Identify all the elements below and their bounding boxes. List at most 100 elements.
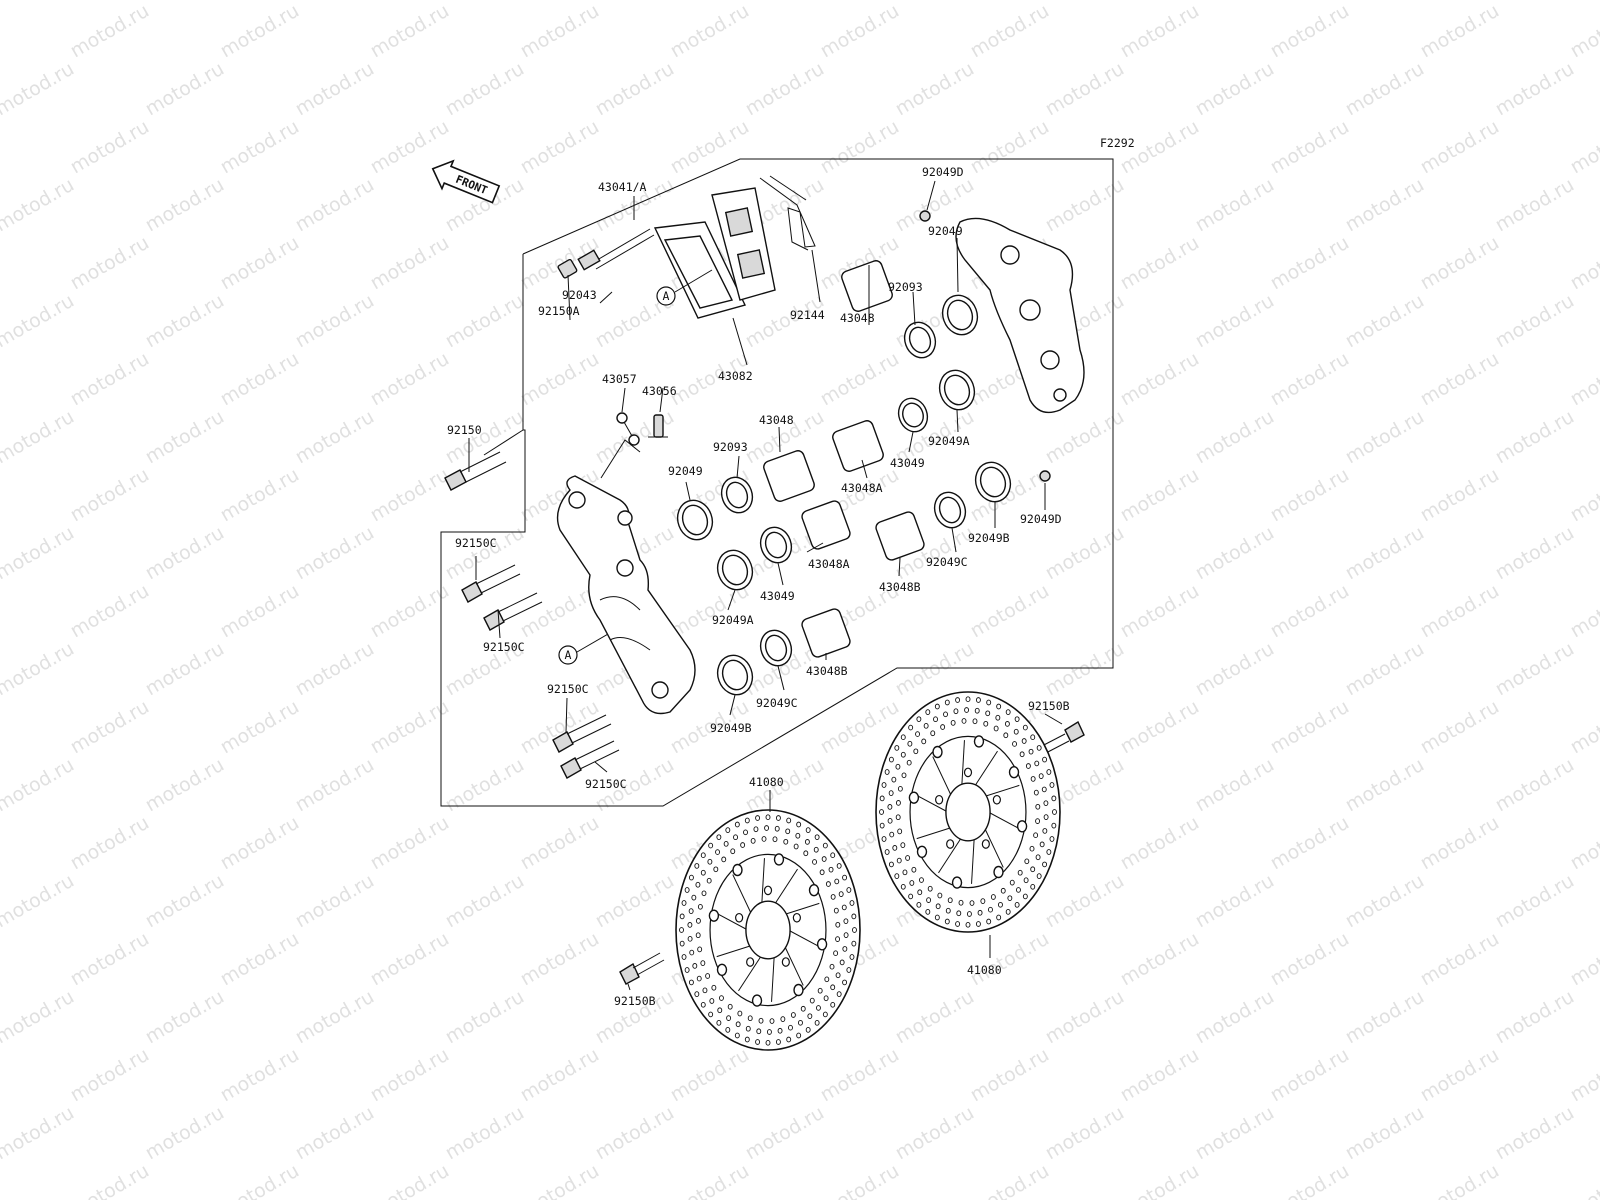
callout-43048a[interactable]: 43048A	[841, 481, 883, 495]
disc-drill-hole	[887, 804, 893, 810]
callout-43082[interactable]: 43082	[718, 369, 753, 383]
disc-drill-hole	[1013, 728, 1019, 735]
watermark-text: motod.ru	[1192, 638, 1278, 701]
disc-drill-hole	[1029, 845, 1035, 852]
disc-drill-hole	[900, 883, 906, 890]
disc-drill-hole	[836, 991, 842, 997]
disc-drill-hole	[708, 842, 714, 849]
callout-92049[interactable]: 92049	[928, 224, 963, 238]
callout-92049d[interactable]: 92049D	[922, 165, 964, 179]
callout-41080[interactable]: 41080	[749, 775, 784, 789]
callout-43048b[interactable]: 43048B	[879, 580, 921, 594]
watermark-text: motod.ru	[592, 1102, 678, 1165]
callout-92043[interactable]: 92043	[562, 288, 597, 302]
watermark-text: motod.ru	[292, 0, 378, 4]
disc-drill-hole	[851, 940, 857, 947]
watermark-text: motod.ru	[67, 0, 153, 62]
callout-92049d[interactable]: 92049D	[1020, 512, 1062, 526]
watermark-text: motod.ru	[1192, 754, 1278, 817]
disc-mount-hole	[781, 957, 790, 967]
callout-43048b[interactable]: 43048B	[806, 664, 848, 678]
callout-92049a[interactable]: 92049A	[712, 613, 754, 627]
callout-43048[interactable]: 43048	[840, 311, 875, 325]
watermark-text: motod.ru	[1342, 58, 1428, 121]
watermark-text: motod.ru	[1117, 1160, 1203, 1200]
disc-drill-hole	[694, 863, 700, 869]
callout-43048[interactable]: 43048	[759, 413, 794, 427]
disc-drill-hole	[884, 769, 890, 775]
callout-43048a[interactable]: 43048A	[808, 557, 850, 571]
callout-92049c[interactable]: 92049C	[756, 696, 798, 710]
disc-drill-hole	[1051, 795, 1057, 802]
watermark-text: motod.ru	[292, 58, 378, 121]
callout-92093[interactable]: 92093	[713, 440, 748, 454]
watermark-text: motod.ru	[142, 406, 228, 469]
callout-92049b[interactable]: 92049B	[710, 721, 752, 735]
callout-92049[interactable]: 92049	[668, 464, 703, 478]
pad-pin-plug	[557, 258, 578, 279]
watermark-text: motod.ru	[292, 174, 378, 237]
disc-carrier-spoke	[716, 945, 752, 958]
disc-drill-hole	[725, 1027, 731, 1033]
washer-92049d-top	[919, 210, 931, 222]
watermark-text: motod.ru	[1117, 464, 1203, 527]
watermark-text: motod.ru	[1567, 928, 1600, 991]
disc-drill-hole	[1014, 901, 1020, 908]
watermark-text: motod.ru	[892, 0, 978, 4]
callout-92049c[interactable]: 92049C	[926, 555, 968, 569]
callout-41080[interactable]: 41080	[967, 963, 1002, 977]
disc-drill-hole	[735, 1021, 741, 1028]
callout-92150c[interactable]: 92150C	[547, 682, 589, 696]
disc-drill-hole	[830, 1001, 836, 1008]
watermark-text: motod.ru	[1417, 1160, 1503, 1200]
disc-drill-hole	[842, 874, 848, 881]
watermark-text: motod.ru	[1567, 1160, 1600, 1200]
callout-43049[interactable]: 43049	[760, 589, 795, 603]
callout-43041-a[interactable]: 43041/A	[598, 180, 647, 194]
svg-text:A: A	[663, 289, 670, 303]
callout-92150a[interactable]: 92150A	[538, 304, 580, 318]
callout-92049a[interactable]: 92049A	[928, 434, 970, 448]
callout-92150[interactable]: 92150	[447, 423, 482, 437]
callout-43057[interactable]: 43057	[602, 372, 637, 386]
disc-drill-hole	[889, 831, 895, 838]
disc-rivet	[973, 735, 985, 748]
callout-92093[interactable]: 92093	[888, 280, 923, 294]
callout-92150c[interactable]: 92150C	[455, 536, 497, 550]
disc-drill-hole	[940, 724, 946, 730]
watermark-text: motod.ru	[367, 1160, 453, 1200]
callout-43056[interactable]: 43056	[642, 384, 677, 398]
watermark-text: motod.ru	[142, 290, 228, 353]
watermark-text: motod.ru	[1267, 464, 1353, 527]
disc-rivet	[716, 963, 728, 976]
watermark-text: motod.ru	[142, 986, 228, 1049]
disc-drill-hole	[995, 714, 1001, 721]
disc-drill-hole	[900, 734, 906, 741]
watermark-text: motod.ru	[517, 348, 603, 411]
callout-92049b[interactable]: 92049B	[968, 531, 1010, 545]
watermark-text: motod.ru	[1042, 58, 1128, 121]
callout-92150c[interactable]: 92150C	[483, 640, 525, 654]
disc-drill-hole	[766, 1029, 772, 1035]
callout-92144[interactable]: 92144	[790, 308, 825, 322]
disc-drill-hole	[745, 1025, 751, 1032]
callout-92150c[interactable]: 92150C	[585, 777, 627, 791]
disc-drill-hole	[841, 904, 847, 911]
watermark-text: motod.ru	[1342, 870, 1428, 933]
disc-drill-hole	[829, 963, 835, 970]
disc-drill-hole	[709, 998, 715, 1004]
disc-drill-hole	[777, 1027, 783, 1034]
leader-lines	[468, 180, 1063, 991]
disc-drill-hole	[843, 932, 849, 938]
disc-drill-hole	[1042, 861, 1048, 868]
disc-drill-hole	[945, 907, 951, 914]
disc-drill-hole	[996, 914, 1002, 921]
watermark-text: motod.ru	[1267, 696, 1353, 759]
callout-92150b[interactable]: 92150B	[614, 994, 656, 1008]
ref-marker-a-top: A	[656, 286, 676, 306]
disc-drill-hole	[780, 1016, 786, 1022]
disc-drill-hole	[935, 903, 941, 910]
disc-drill-hole	[744, 1036, 750, 1043]
callout-92150b[interactable]: 92150B	[1028, 699, 1070, 713]
callout-43049[interactable]: 43049	[890, 456, 925, 470]
